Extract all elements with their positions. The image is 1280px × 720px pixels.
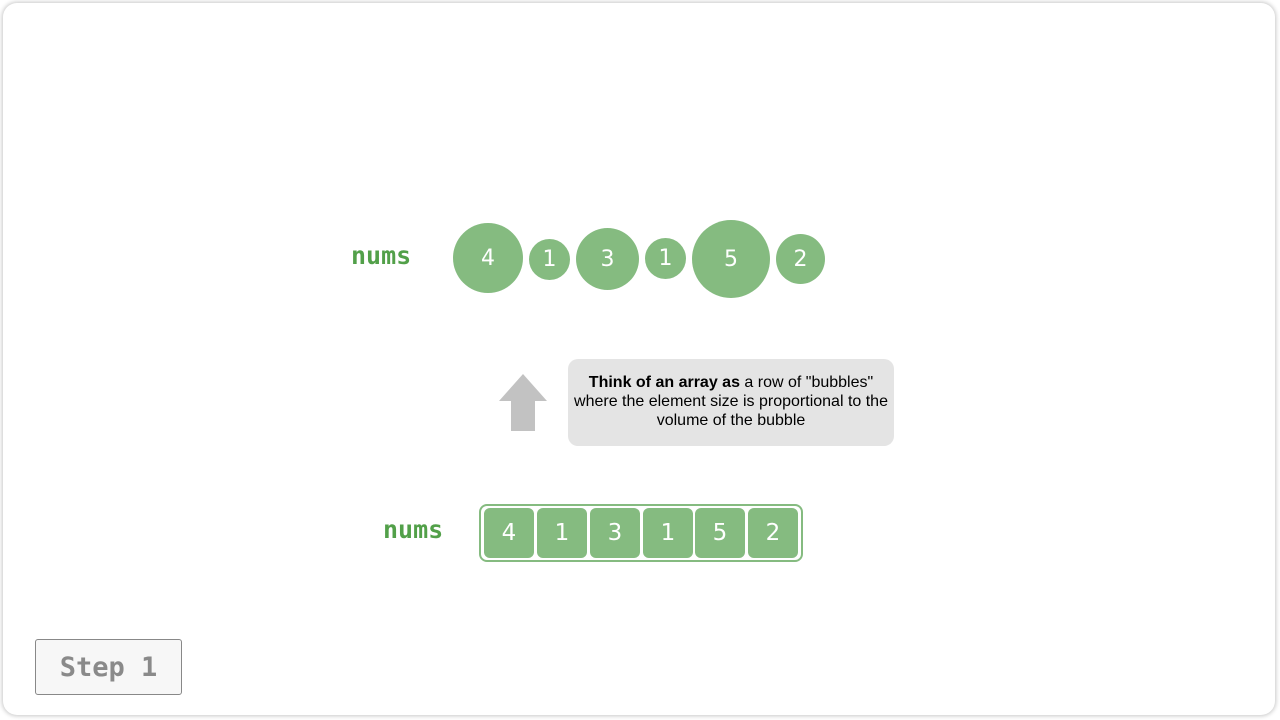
bubble-element: 3 bbox=[576, 228, 639, 290]
note-bold-text: Think of an array as bbox=[588, 374, 740, 391]
note-text: a row of "bubbles" where the element siz… bbox=[574, 374, 888, 429]
bubbles-var-label: nums bbox=[351, 241, 412, 270]
up-arrow-icon bbox=[499, 374, 547, 431]
bubble-element: 2 bbox=[776, 234, 825, 284]
bubble-element: 5 bbox=[692, 220, 770, 298]
array-cell: 1 bbox=[537, 508, 587, 558]
array-cell: 5 bbox=[695, 508, 745, 558]
explanation-note: Think of an array as a row of "bubbles" … bbox=[568, 359, 894, 446]
array-cell: 1 bbox=[643, 508, 693, 558]
array-cell: 4 bbox=[484, 508, 534, 558]
array-cell: 3 bbox=[590, 508, 640, 558]
bubble-element: 4 bbox=[453, 223, 523, 293]
bubble-element: 1 bbox=[645, 238, 686, 279]
array-cell: 2 bbox=[748, 508, 798, 558]
step-button[interactable]: Step 1 bbox=[35, 639, 182, 695]
bubble-element: 1 bbox=[529, 239, 570, 280]
array-var-label: nums bbox=[383, 515, 444, 544]
